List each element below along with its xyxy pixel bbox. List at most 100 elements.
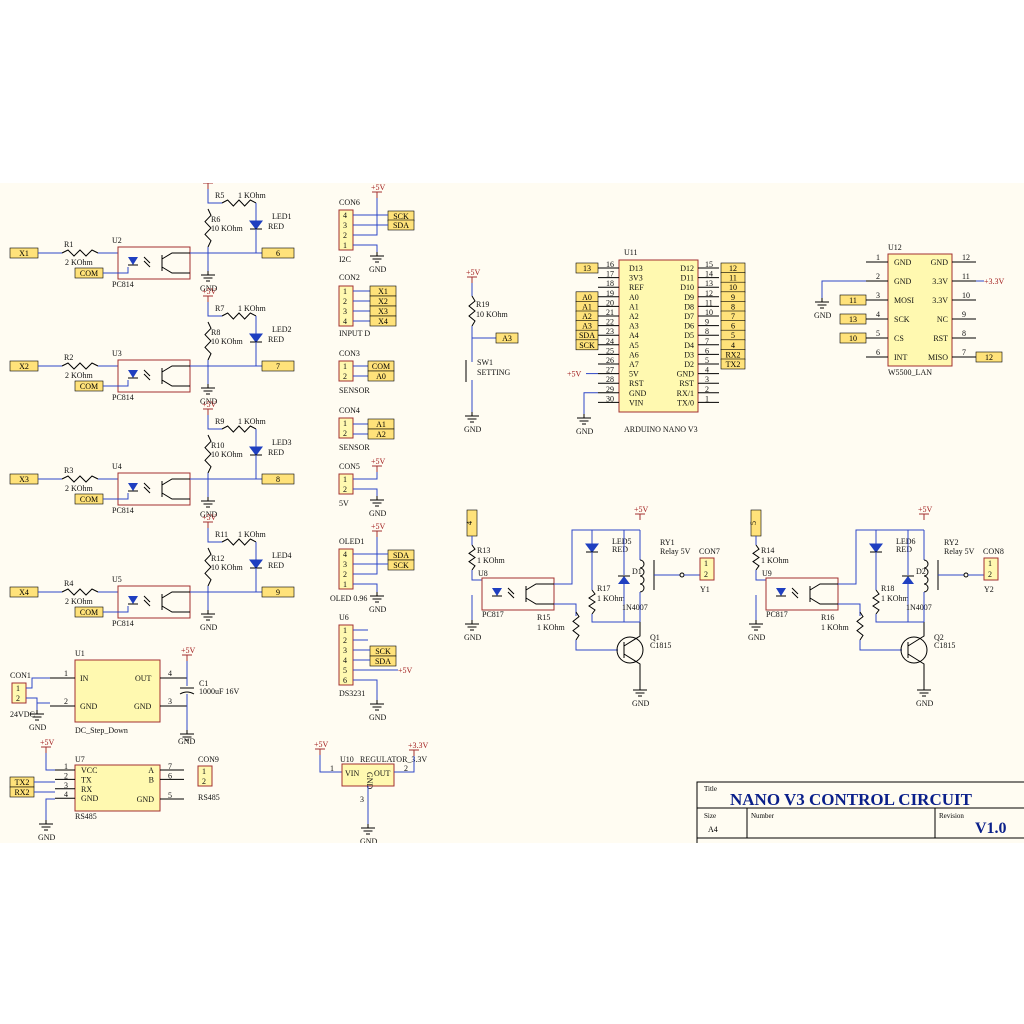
w5500-pin-number: 4 bbox=[876, 310, 880, 319]
gnd-label: GND bbox=[814, 311, 832, 320]
wire bbox=[353, 679, 378, 700]
rs485-pin-number: 4 bbox=[64, 790, 68, 799]
wire bbox=[103, 493, 129, 500]
header-pin-number: 2 bbox=[343, 636, 347, 645]
led-resistor-ref: R5 bbox=[215, 191, 224, 200]
w5500-pin-name: NC bbox=[937, 315, 948, 324]
header-pin-number: 1 bbox=[343, 626, 347, 635]
opto-collector bbox=[809, 583, 838, 591]
header-pin-number: 1 bbox=[202, 767, 206, 776]
nano-net: RX2 bbox=[725, 350, 740, 359]
output-net-label-box bbox=[261, 360, 295, 372]
nano-pin-name: A7 bbox=[629, 360, 639, 369]
nano-pin-name: 3V3 bbox=[629, 274, 643, 283]
wire bbox=[319, 755, 342, 773]
vcc-label: +5V bbox=[202, 513, 217, 522]
ground-icon bbox=[38, 819, 54, 831]
w5500-pin-name: 3.3V bbox=[932, 296, 948, 305]
u6-name: DS3231 bbox=[339, 689, 365, 698]
regulator-vout: OUT bbox=[374, 769, 391, 778]
con3-ref: CON3 bbox=[339, 349, 360, 358]
relay-output-label: Y2 bbox=[984, 585, 994, 594]
gnd-label: GND bbox=[464, 633, 482, 642]
led-resistor-icon bbox=[221, 199, 257, 207]
opto-ref: U4 bbox=[112, 462, 122, 471]
con2-ref: CON2 bbox=[339, 273, 360, 282]
nano-name: ARDUINO NANO V3 bbox=[624, 425, 698, 434]
pullup-ref: R12 bbox=[211, 554, 224, 563]
gnd-label: GND bbox=[200, 510, 218, 519]
con2-header-icon bbox=[338, 285, 354, 327]
header-pin-number: 4 bbox=[343, 211, 347, 220]
header-pin-number: 3 bbox=[343, 560, 347, 569]
nano-pin-number: 30 bbox=[606, 394, 614, 403]
header-pin-number: 4 bbox=[343, 317, 347, 326]
header-pin-number: 3 bbox=[343, 646, 347, 655]
header-pin-number: 2 bbox=[202, 777, 206, 786]
relay-con-ref: CON8 bbox=[983, 547, 1004, 556]
nano-net: A3 bbox=[582, 322, 592, 331]
opto-collector bbox=[525, 583, 554, 591]
nano-net: 12 bbox=[729, 264, 737, 273]
header-pin-number: 3 bbox=[343, 307, 347, 316]
output-net-label-box bbox=[261, 247, 295, 259]
psu-gnd-label: GND bbox=[178, 737, 196, 746]
con6-name: I2C bbox=[339, 255, 351, 264]
w5500-pin-name: MISO bbox=[928, 353, 948, 362]
header-pin-number: 2 bbox=[16, 694, 20, 703]
header-pin-number: 4 bbox=[343, 550, 347, 559]
relay-con-header-icon bbox=[983, 557, 999, 581]
nano-pin-number: 5 bbox=[705, 356, 709, 365]
relay-opto-part: PC817 bbox=[766, 610, 788, 619]
con4-ref: CON4 bbox=[339, 406, 360, 415]
w5500-pin-number: 8 bbox=[962, 329, 966, 338]
w5500-net: 11 bbox=[849, 296, 857, 305]
opto-emitter bbox=[161, 605, 190, 613]
led-resistor-value: 1 KOhm bbox=[238, 191, 267, 200]
header-pin-number: 1 bbox=[343, 241, 347, 250]
nano-pin-number: 9 bbox=[705, 318, 709, 327]
led-icon bbox=[249, 446, 263, 456]
opto-ray-icon bbox=[143, 482, 151, 490]
led-resistor-value: 1 KOhm bbox=[238, 304, 267, 313]
u6-vcc: +5V bbox=[398, 666, 413, 675]
wire bbox=[207, 586, 262, 593]
relay-diode-ref: D1 bbox=[632, 567, 642, 576]
w5500-net: 10 bbox=[849, 334, 857, 343]
nano-net: A0 bbox=[582, 293, 592, 302]
relay-input-resistor-ref: R14 bbox=[761, 546, 774, 555]
pullup-resistor-icon bbox=[204, 321, 212, 361]
nano-pin-name: D2 bbox=[684, 360, 694, 369]
rs485-pin-name: B bbox=[149, 775, 154, 784]
w5500-pin-number: 6 bbox=[876, 348, 880, 357]
relay-ref: RY1 bbox=[660, 538, 675, 547]
gnd-label: GND bbox=[200, 284, 218, 293]
nano-pin-number: 28 bbox=[606, 375, 614, 384]
nano-net: 10 bbox=[729, 283, 737, 292]
psu-pin-num: 1 bbox=[64, 669, 68, 678]
wire bbox=[875, 614, 924, 623]
wire bbox=[353, 583, 378, 592]
wire bbox=[207, 302, 222, 317]
led-color: RED bbox=[268, 561, 284, 570]
led-icon bbox=[249, 333, 263, 343]
opto-emitter bbox=[809, 597, 838, 605]
wire bbox=[190, 252, 209, 271]
relay-input-resistor-ref: R13 bbox=[477, 546, 490, 555]
wire bbox=[755, 570, 766, 581]
nano-pin-number: 2 bbox=[705, 385, 709, 394]
wire bbox=[353, 244, 378, 252]
optocoupler-icon bbox=[117, 359, 191, 393]
nano-pin-number: 13 bbox=[705, 279, 713, 288]
w5500-pin-name: MOSI bbox=[894, 296, 914, 305]
opto-emitter bbox=[161, 266, 190, 274]
ground-icon bbox=[464, 411, 480, 423]
input-resistor-value: 2 KOhm bbox=[65, 484, 94, 493]
nano-pin-name: A1 bbox=[629, 302, 639, 311]
rs485-con-header-icon bbox=[197, 765, 213, 787]
